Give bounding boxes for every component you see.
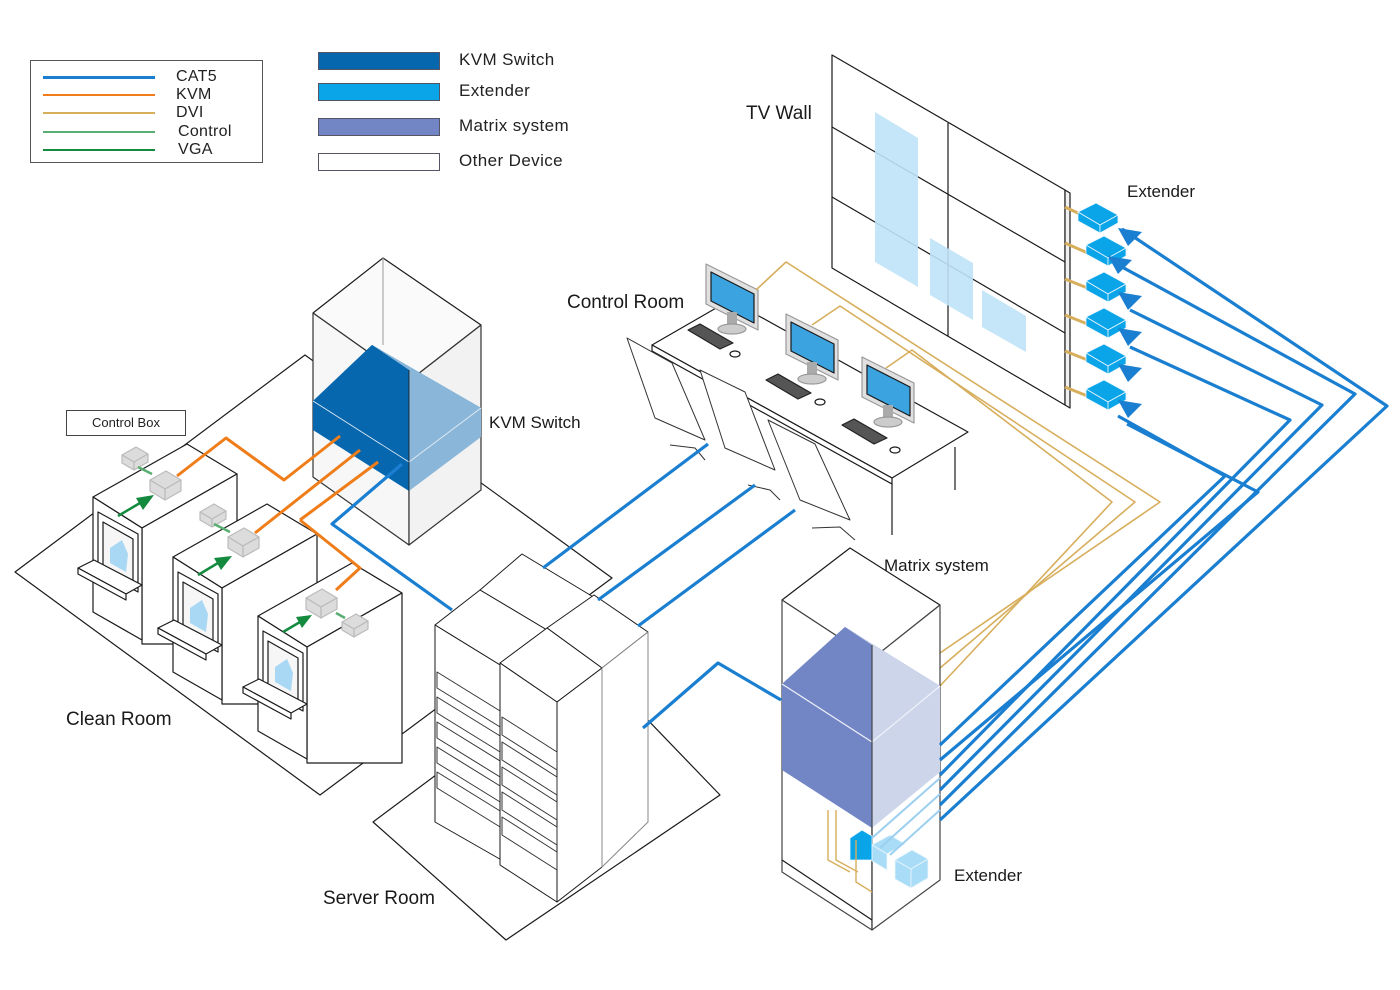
device-legend-item-matrix: Matrix system <box>318 116 608 140</box>
vga-line-swatch <box>43 149 155 151</box>
kvm-cables <box>176 434 379 592</box>
device-legend-label: Matrix system <box>459 116 570 135</box>
operator-icon <box>275 659 293 691</box>
cat5-cables <box>330 227 1389 822</box>
device-label-kvm-switch: KVM Switch <box>489 413 581 432</box>
control-room-chairs <box>626 337 856 541</box>
cable-legend-label: DVI <box>176 104 204 121</box>
cable-legend-label: KVM <box>176 86 212 103</box>
control-cables <box>137 465 346 620</box>
control-room-monitors <box>687 263 915 454</box>
control-box-devices <box>121 446 369 638</box>
cat5-arrowheads <box>1108 228 1142 418</box>
matrix-block-front <box>782 684 872 828</box>
device-label-tv-wall: TV Wall <box>746 103 812 124</box>
dvi-line-swatch <box>43 112 155 114</box>
extender-swatch <box>318 83 440 101</box>
vga-arrows <box>117 495 312 634</box>
kvm-switch-rack <box>312 257 482 546</box>
tv-window-3 <box>982 290 1026 352</box>
device-label-matrix-system: Matrix system <box>884 556 989 575</box>
extender-1 <box>1077 202 1119 234</box>
cat5-line-swatch <box>43 76 155 79</box>
matrix-system-swatch <box>318 118 440 136</box>
cable-legend-item-vga: VGA <box>31 141 262 159</box>
kvm-line-swatch <box>43 94 155 96</box>
tv-window-1 <box>875 112 918 287</box>
cable-legend-label: VGA <box>178 141 213 158</box>
monitor-2 <box>765 313 839 406</box>
cable-legend-item-dvi: DVI <box>31 104 262 122</box>
server-racks <box>434 553 649 903</box>
extender-6 <box>1085 379 1127 411</box>
kvm-switch-swatch <box>318 52 440 70</box>
room-label-server-room: Server Room <box>323 888 435 909</box>
device-legend-item-kvm-switch: KVM Switch <box>318 50 608 74</box>
device-legend-label: KVM Switch <box>459 50 555 69</box>
tv-wall-extenders <box>1077 202 1127 411</box>
operator-icon <box>190 600 208 632</box>
kvm-switch-side <box>372 345 481 491</box>
cable-legend-item-kvm: KVM <box>31 86 262 104</box>
cable-legend: CAT5 KVM DVI Control VGA <box>30 60 263 163</box>
device-legend-label: Other Device <box>459 151 564 170</box>
monitor-3 <box>841 356 915 454</box>
extender-5 <box>1085 343 1127 375</box>
cable-legend-label: Control <box>178 123 232 140</box>
control-line-swatch <box>43 131 155 133</box>
other-device-swatch <box>318 153 440 171</box>
room-label-clean-room: Clean Room <box>66 709 172 730</box>
device-label-extender-wall: Extender <box>1127 182 1195 201</box>
tv-window-2 <box>930 238 973 320</box>
device-legend-item-extender: Extender <box>318 81 608 105</box>
cable-legend-item-cat5: CAT5 <box>31 68 262 86</box>
monitor-1 <box>687 263 759 358</box>
extender-3 <box>1085 271 1127 303</box>
control-box-label: Control Box <box>66 410 186 436</box>
device-label-extender-matrix: Extender <box>954 866 1022 885</box>
operator-icon <box>110 540 128 572</box>
tv-wall <box>831 54 1071 409</box>
extender-4 <box>1085 307 1127 339</box>
room-label-control-room: Control Room <box>567 292 684 313</box>
cable-legend-label: CAT5 <box>176 68 217 85</box>
kvm-switch-front <box>313 401 409 491</box>
device-legend-item-other: Other Device <box>318 151 608 175</box>
device-legend-label: Extender <box>459 81 531 100</box>
matrix-system-rack <box>781 547 941 931</box>
cable-legend-item-control: Control <box>31 123 262 141</box>
